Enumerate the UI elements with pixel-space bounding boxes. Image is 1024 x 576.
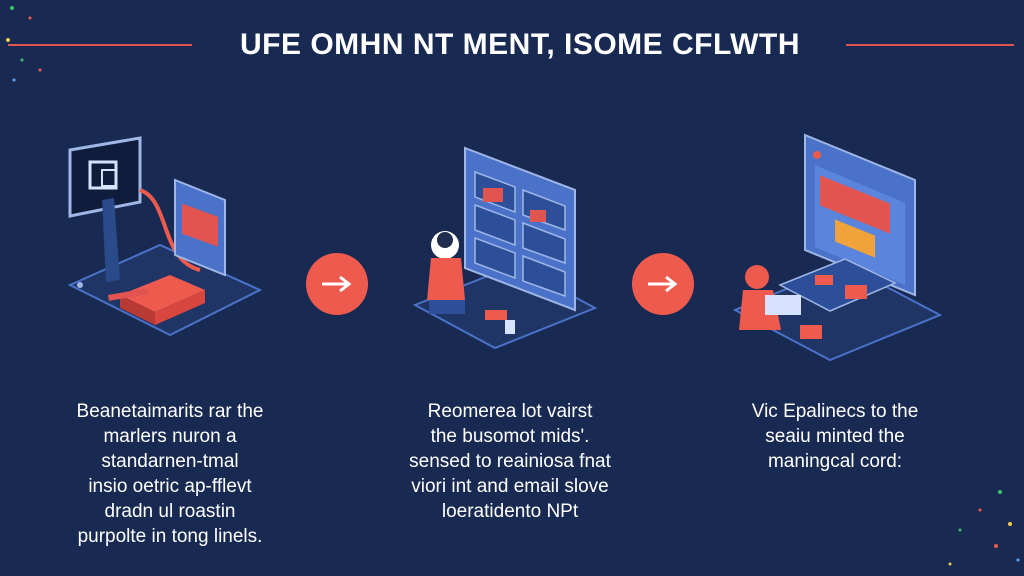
isometric-person-at-computer-icon <box>732 133 943 362</box>
step-2-caption: Reomerea lot vairst the busomot mids'. s… <box>380 399 640 524</box>
title-divider-left <box>8 44 192 46</box>
caption-line: insio oetric ap-fflevt <box>88 476 252 497</box>
caption-line: seaiu minted the <box>765 426 905 447</box>
caption-line: maningcal cord: <box>767 451 903 472</box>
confetti-top-left <box>6 6 42 82</box>
caption-line: viori int and email slove <box>411 476 609 497</box>
step-1-caption: Beanetaimarits rar the marlers nuron a s… <box>40 399 300 549</box>
caption-line: standarnen-tmal <box>101 451 239 472</box>
caption-line: dradn ul roastin <box>104 501 236 522</box>
caption-line: marlers nuron a <box>103 426 237 447</box>
page-title: UFE OMHN NT MENT, ISOME CFLWTH <box>240 28 800 61</box>
arrow-right-icon <box>632 253 694 315</box>
caption-line: sensed to reainiosa fnat <box>409 451 611 472</box>
title-divider-right <box>846 44 1014 46</box>
caption-line: Reomerea lot vairst <box>427 401 593 422</box>
isometric-person-at-cabinet-icon <box>412 146 598 350</box>
caption-line: Beanetaimarits rar the <box>76 401 264 422</box>
isometric-desk-with-monitor-icon <box>67 136 263 337</box>
caption-line: the busomot mids'. <box>430 426 590 447</box>
caption-line: Vic Epalinecs to the <box>751 401 919 422</box>
title-row: UFE OMHN NT MENT, ISOME CFLWTH <box>0 22 1024 68</box>
caption-line: loeratidento NPt <box>441 501 579 522</box>
caption-line: purpolte in tong linels. <box>77 526 263 547</box>
step-3-caption: Vic Epalinecs to the seaiu minted the ma… <box>705 399 965 474</box>
confetti-bottom-right <box>948 490 1020 566</box>
arrow-right-icon <box>306 253 368 315</box>
